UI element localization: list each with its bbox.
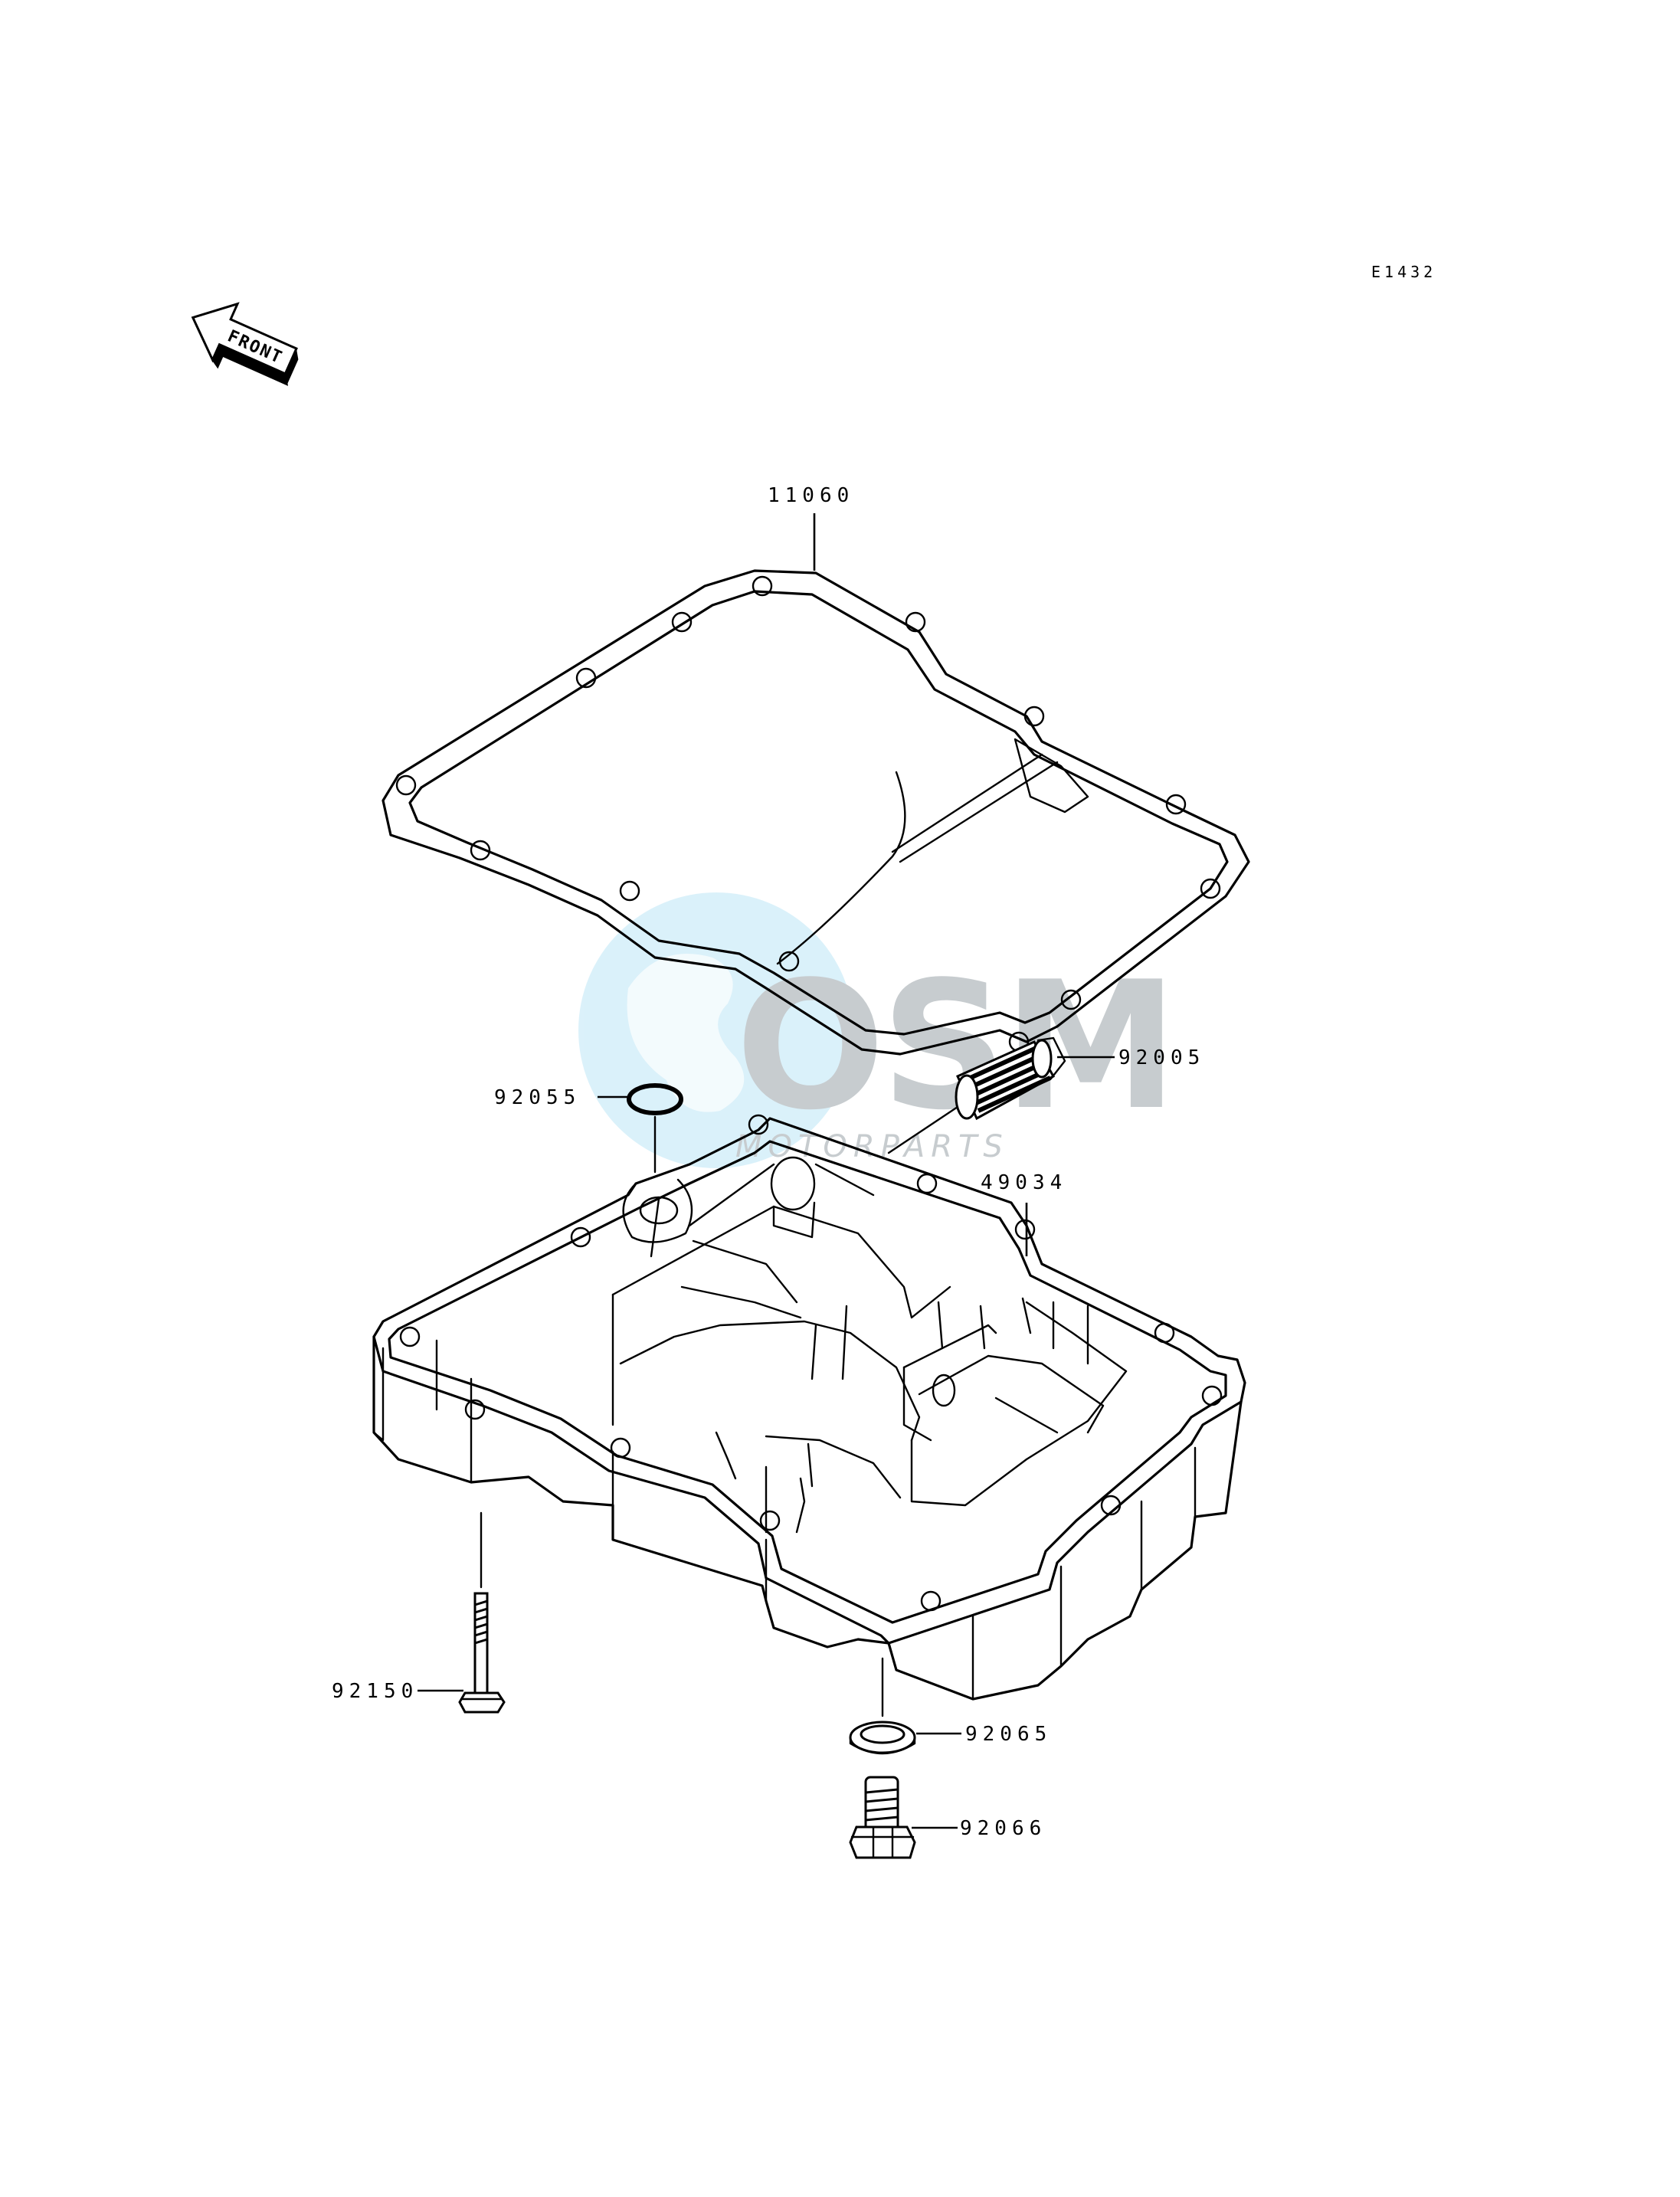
front-arrow-icon: FRONT	[191, 302, 299, 386]
o-ring-92055	[627, 1083, 683, 1115]
watermark-subtitle: MOTORPARTS	[735, 1129, 1009, 1164]
part-label-11060: 11060	[768, 484, 854, 507]
diagram-code: E1432	[1371, 263, 1436, 281]
watermark-logo: OSM MOTORPARTS	[578, 892, 1178, 1168]
part-label-92150: 92150	[332, 1680, 418, 1703]
watermark-brand: OSM	[735, 945, 1174, 1149]
oil-strainer-92005	[955, 1036, 1066, 1121]
drain-plug-92066	[849, 1776, 916, 1859]
washer-92065	[849, 1721, 916, 1755]
part-label-92066: 92066	[960, 1817, 1046, 1840]
part-label-92065: 92065	[965, 1723, 1052, 1746]
part-label-92055: 92055	[494, 1086, 581, 1109]
gasket-11060	[382, 569, 1250, 1056]
part-label-49034: 49034	[981, 1171, 1067, 1194]
oil-pan-49034	[372, 1114, 1246, 1701]
bolt-92150	[458, 1592, 506, 1714]
part-label-92005: 92005	[1118, 1046, 1205, 1069]
